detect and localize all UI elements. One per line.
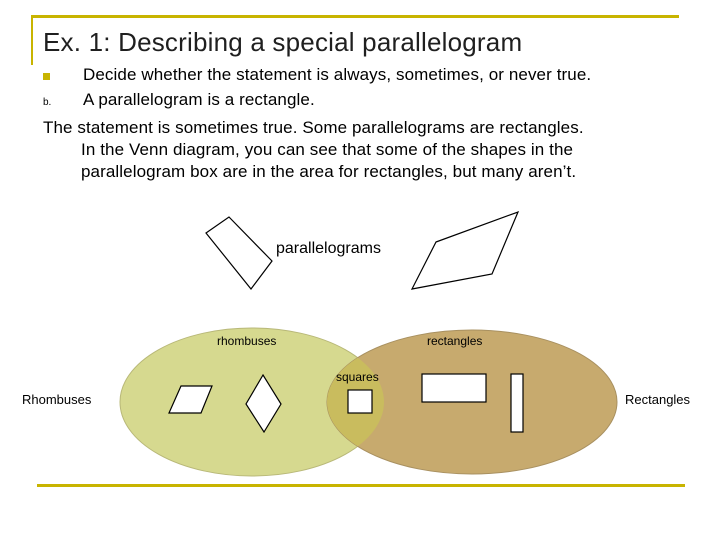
rhombuses-small-label: rhombuses [217,334,277,348]
parallelogram-shape-slanted [410,210,520,290]
slide-title: Ex. 1: Describing a special parallelogra… [43,27,523,57]
rhombus-shape-flat [168,385,213,414]
rectangle-shape-tall [510,373,524,433]
bullet-square-icon [43,73,50,80]
rhombuses-big-label: Rhombuses [22,392,92,407]
bottom-rule [37,484,685,487]
answer-line-1: The statement is sometimes true. Some pa… [43,118,584,137]
square-shape [347,389,373,414]
rectangles-big-label: Rectangles [625,392,691,407]
squares-label: squares [336,370,379,384]
top-rule [31,15,679,18]
bullet-line-1: Decide whether the statement is always, … [83,65,592,84]
answer-line-3: parallelogram box are in the area for re… [81,162,577,181]
rectangles-small-label: rectangles [427,334,483,348]
left-rule [31,15,33,65]
bullet-b-marker: b. [43,97,52,108]
parallelograms-label: parallelograms [276,240,381,257]
rhombus-shape-tilted [205,216,273,290]
answer-line-2: In the Venn diagram, you can see that so… [81,140,574,159]
bullet-line-2: A parallelogram is a rectangle. [83,90,315,109]
rhombus-shape-diamond [245,373,282,434]
rectangle-shape-wide [421,373,487,403]
